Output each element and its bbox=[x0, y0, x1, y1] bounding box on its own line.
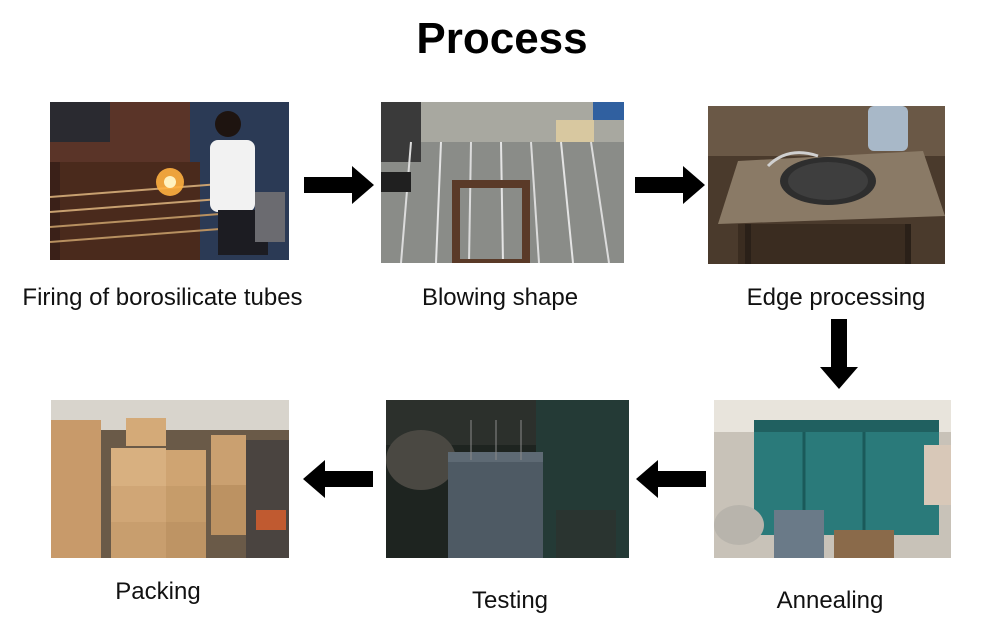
arrow-down-icon bbox=[820, 319, 858, 389]
step-label-testing: Testing bbox=[420, 587, 600, 615]
arrow-right-icon bbox=[304, 166, 374, 204]
arrow-left-icon bbox=[303, 460, 373, 498]
packing-boxes-photo bbox=[51, 400, 289, 558]
step-label-edge: Edge processing bbox=[726, 284, 946, 312]
testing-station-photo bbox=[386, 400, 629, 558]
glass-blowing-photo bbox=[381, 102, 624, 263]
glass-firing-photo bbox=[50, 102, 289, 260]
arrow-left-icon bbox=[636, 460, 706, 498]
step-label-firing: Firing of borosilicate tubes bbox=[0, 284, 325, 312]
step-label-packing: Packing bbox=[78, 578, 238, 606]
step-label-annealing: Annealing bbox=[730, 587, 930, 615]
annealing-oven-photo bbox=[714, 400, 951, 558]
step-label-blowing: Blowing shape bbox=[390, 284, 610, 312]
arrow-right-icon bbox=[635, 166, 705, 204]
edge-processing-photo bbox=[708, 106, 945, 264]
page-title: Process bbox=[0, 14, 1004, 64]
